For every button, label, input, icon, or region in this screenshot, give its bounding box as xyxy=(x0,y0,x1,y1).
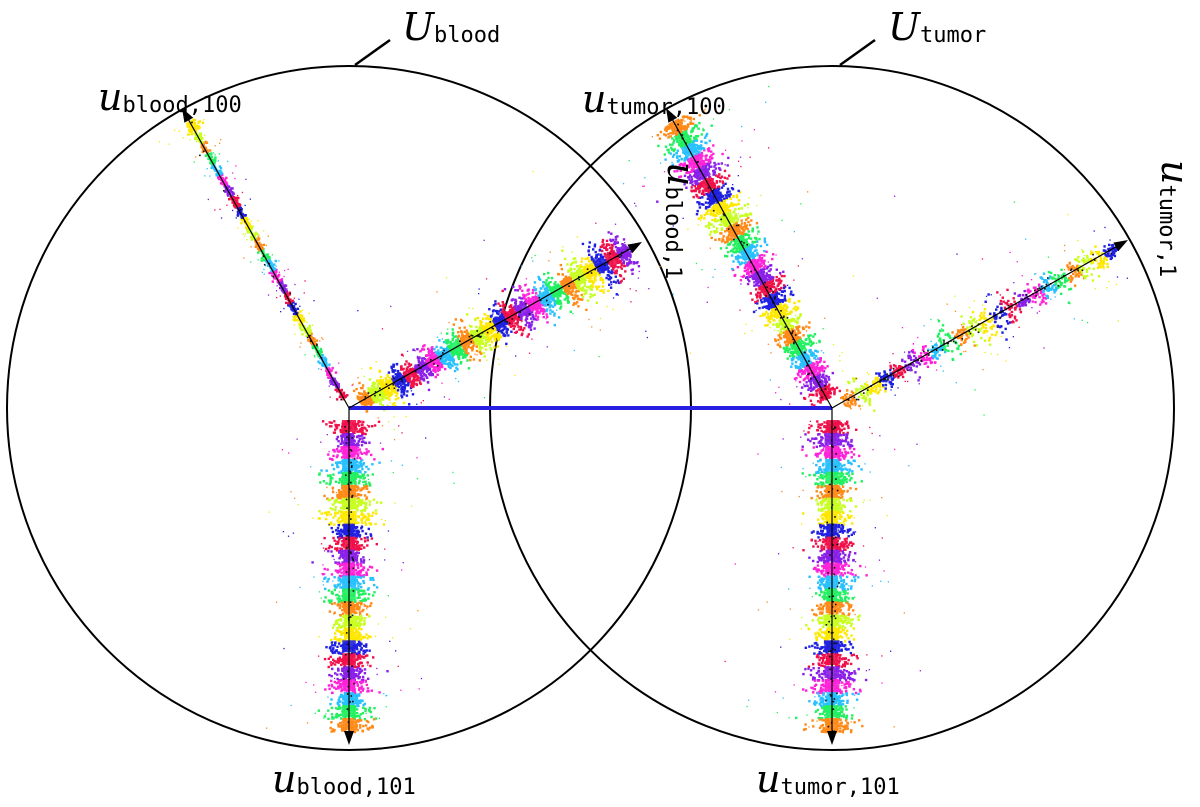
axis-b101-band-11 xyxy=(321,563,402,578)
axis-b101-band-10 xyxy=(311,550,404,565)
axis-b100-axis-line xyxy=(187,117,349,408)
blood-title-leader xyxy=(355,40,390,65)
axis-t101-band-19 xyxy=(802,666,921,681)
axis-b101-band-17 xyxy=(283,640,396,655)
axis-b101-band-8 xyxy=(283,524,389,539)
axis-b101-band-3 xyxy=(310,459,403,474)
tumor-circle-title: Utumor xyxy=(888,8,986,46)
axis-t101-band-1 xyxy=(783,433,918,448)
axis-label-blood-101: ublood,101 xyxy=(272,760,416,798)
axis-b101-band-21 xyxy=(291,692,388,707)
axis-t1-axis-line xyxy=(832,245,1119,408)
axis-b101-band-14 xyxy=(276,601,419,616)
axis-t101-band-3 xyxy=(781,459,910,474)
axis-label-tumor-101: utumor,101 xyxy=(756,760,900,798)
blood-circle-title: Ublood xyxy=(402,8,500,46)
axis-t101-band-18 xyxy=(725,653,883,668)
axis-b101-band-5 xyxy=(290,485,371,500)
axis-t101-band-21 xyxy=(748,692,860,707)
axis-b100-band-22 xyxy=(194,152,220,165)
axis-t101-arrowhead xyxy=(827,731,837,745)
axis-t101-band-20 xyxy=(775,679,883,694)
axis-t1-band-12 xyxy=(956,254,1014,349)
tumor-title-leader xyxy=(840,40,875,65)
axis-b100-band-25 xyxy=(159,119,205,145)
axis-b101-arrowhead xyxy=(344,731,354,745)
axis-b101-band-12 xyxy=(299,576,378,591)
axis-t101-band-23 xyxy=(803,718,895,733)
axis-b101-band-1 xyxy=(297,433,382,448)
axis-t101-band-0 xyxy=(803,420,873,435)
axis-label-blood-100: ublood,100 xyxy=(98,78,242,116)
axis-label-blood-1: ublood,1 xyxy=(662,162,700,279)
axis-b100-band-0 xyxy=(330,385,353,401)
axis-b101-band-4 xyxy=(318,472,455,487)
axis-label-tumor-1: utumor,1 xyxy=(1156,160,1194,277)
axis-b101-band-16 xyxy=(319,627,412,642)
axis-t101-band-11 xyxy=(735,563,885,578)
axis-b101-band-15 xyxy=(332,614,387,629)
axis-label-tumor-100: utumor,100 xyxy=(582,80,726,118)
axis-b101-band-6 xyxy=(298,498,413,513)
axis-t1-band-13 xyxy=(982,258,1022,328)
axis-b101-band-0 xyxy=(322,420,403,435)
axis-b101-band-23 xyxy=(266,718,375,733)
axis-t101-band-6 xyxy=(815,498,870,513)
axis-b101-band-18 xyxy=(318,653,399,668)
axis-b101-band-20 xyxy=(305,679,419,694)
axis-t101-band-8 xyxy=(811,524,876,539)
axis-b101-band-19 xyxy=(328,666,422,681)
axis-t101-band-16 xyxy=(789,627,855,642)
axis-t101-band-7 xyxy=(801,511,888,526)
axis-t101-band-2 xyxy=(757,446,895,461)
axis-b100-band-6 xyxy=(294,322,313,338)
axis-b101-band-7 xyxy=(269,511,386,526)
